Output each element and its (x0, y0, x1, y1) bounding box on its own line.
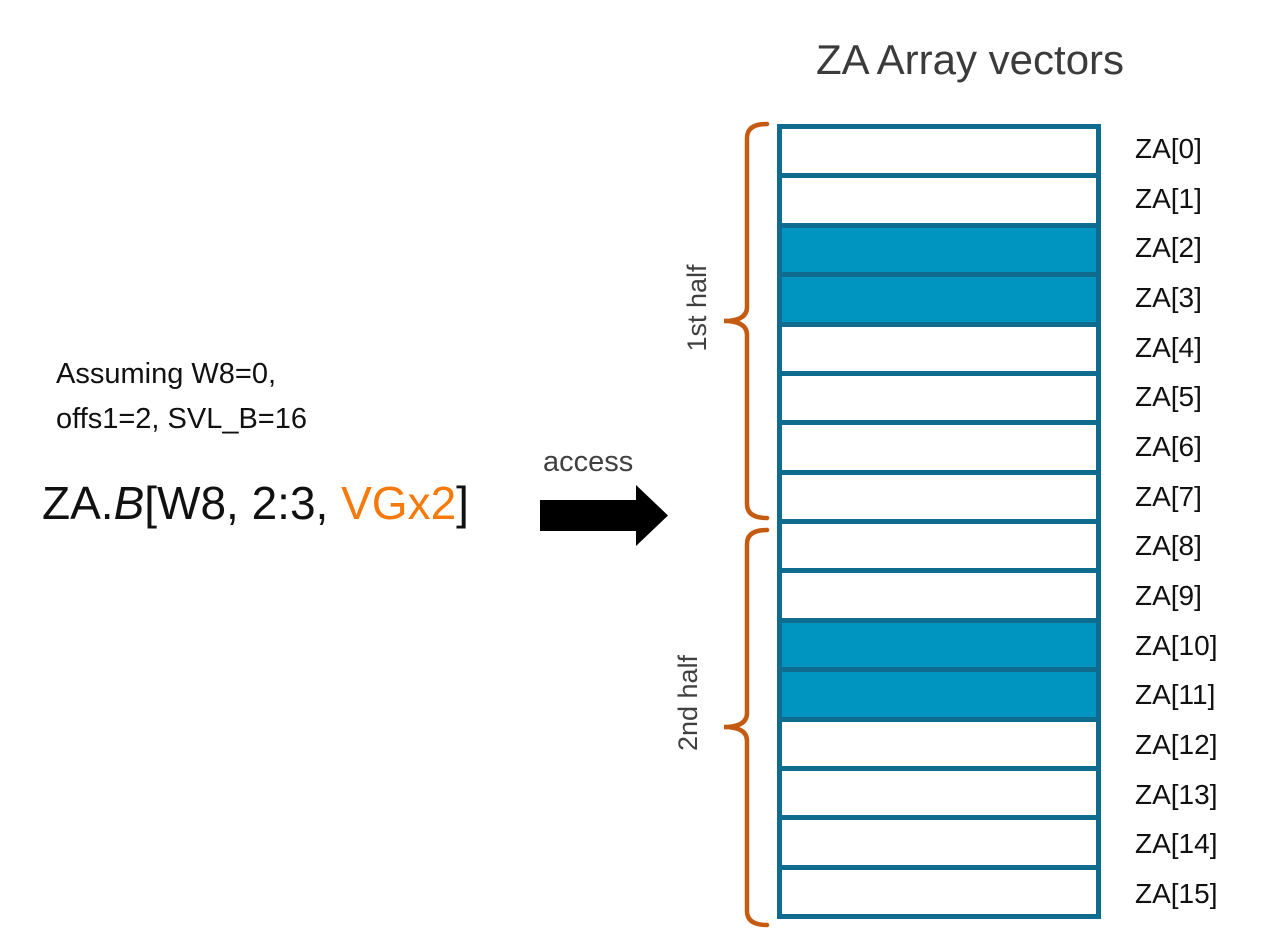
za-access-expression: ZA.B[W8, 2:3, VGx2] (42, 474, 469, 532)
row-label: ZA[7] (1135, 480, 1202, 512)
row-label: ZA[15] (1135, 878, 1218, 910)
row-label: ZA[9] (1135, 580, 1202, 612)
row-label: ZA[10] (1135, 629, 1218, 661)
assumptions-text: Assuming W8=0, offs1=2, SVL_B=16 (56, 352, 307, 442)
array-row (782, 864, 1096, 914)
za-array-labels: ZA[0] ZA[1] ZA[2] ZA[3] ZA[4] ZA[5] ZA[6] ZA[7]… (1110, 124, 1270, 919)
array-row (782, 222, 1096, 273)
row-label: ZA[12] (1135, 729, 1218, 761)
array-row (782, 667, 1096, 717)
formula-element-type: B (113, 477, 145, 529)
row-label: ZA[2] (1135, 232, 1202, 264)
first-half-brace (723, 121, 770, 521)
access-arrow (540, 485, 668, 546)
diagram-title: ZA Array vectors (815, 36, 1125, 83)
array-row (782, 568, 1096, 618)
array-row (782, 469, 1096, 519)
row-label: ZA[4] (1135, 331, 1202, 363)
assumptions-line-2: offs1=2, SVL_B=16 (56, 403, 308, 435)
array-row (782, 617, 1096, 668)
array-row (782, 765, 1096, 816)
formula-vector-group: VGx2 (341, 477, 457, 529)
array-row (782, 370, 1096, 421)
first-half-label: 1st half (682, 264, 712, 352)
second-half-label: 2nd half (673, 654, 703, 752)
assumptions-line-1: Assuming W8=0, (56, 358, 277, 390)
row-label: ZA[3] (1135, 281, 1202, 313)
row-label: ZA[13] (1135, 778, 1218, 810)
array-row (782, 129, 1096, 174)
array-row (782, 716, 1096, 766)
za-array-stack (777, 124, 1101, 919)
second-half-brace (723, 527, 770, 928)
array-row (782, 272, 1096, 322)
array-row (782, 815, 1096, 865)
row-label: ZA[6] (1135, 430, 1202, 462)
row-label: ZA[14] (1135, 828, 1218, 860)
formula-close-bracket: ] (456, 477, 469, 529)
row-label: ZA[5] (1135, 381, 1202, 413)
array-row (782, 420, 1096, 470)
row-label: ZA[0] (1135, 132, 1202, 164)
array-row (782, 321, 1096, 371)
access-label: access (543, 446, 634, 478)
array-row (782, 173, 1096, 223)
formula-args: W8, 2:3, (157, 477, 342, 529)
formula-prefix: ZA. (42, 477, 114, 529)
formula-open-bracket: [ (144, 477, 158, 529)
row-label: ZA[1] (1135, 182, 1202, 214)
row-label: ZA[8] (1135, 530, 1202, 562)
array-row (782, 519, 1096, 569)
row-label: ZA[11] (1135, 679, 1216, 711)
